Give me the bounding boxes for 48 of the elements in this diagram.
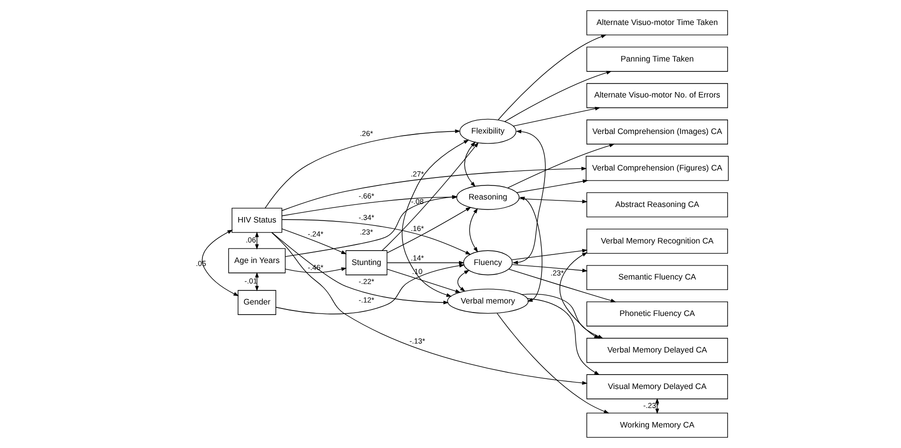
edge-label: -.66* (358, 192, 374, 201)
arrow (382, 142, 479, 251)
arrow (512, 264, 588, 272)
edge-label: -.24* (308, 229, 324, 238)
arrow (521, 294, 604, 339)
arrow (271, 232, 588, 385)
edge-label: -.22* (358, 277, 374, 286)
arrow (202, 230, 239, 296)
arrow (255, 232, 259, 250)
edge-label: .23* (360, 227, 374, 236)
arrow (386, 206, 472, 254)
arrow (527, 298, 600, 376)
arrow (518, 198, 588, 204)
edge-label: .16* (410, 224, 424, 233)
edge-label: .27* (410, 169, 424, 178)
arrow (386, 260, 464, 265)
arrow (282, 166, 587, 211)
arrow (511, 248, 588, 260)
edge-label: .06 (246, 235, 256, 244)
arrow (276, 264, 465, 314)
arrow (264, 129, 461, 208)
arrow (516, 179, 588, 193)
edge-label: .26* (360, 128, 374, 138)
arrow (559, 252, 600, 339)
arrow (496, 312, 610, 414)
edge-label: -.34* (358, 213, 374, 222)
arrow (469, 208, 478, 252)
arrow (498, 34, 607, 120)
arrow (255, 272, 259, 292)
arrow (282, 228, 347, 254)
edge-label: -.12* (358, 295, 374, 304)
arrow (285, 195, 458, 257)
arrow (386, 268, 461, 293)
arrow (513, 106, 600, 126)
arrow (504, 70, 612, 122)
arrow (508, 268, 616, 302)
edge-label: -.13* (410, 336, 426, 346)
arrow (282, 219, 471, 255)
arrow (272, 232, 449, 304)
edge-label: -.08 (410, 196, 424, 206)
edge-label: .23* (550, 268, 564, 278)
arrow (282, 195, 458, 216)
edge-label: .14* (410, 254, 424, 263)
arrow (507, 144, 615, 188)
arrow (464, 142, 476, 188)
arrow (457, 270, 470, 292)
arrow (402, 140, 470, 297)
arrow (512, 130, 546, 264)
